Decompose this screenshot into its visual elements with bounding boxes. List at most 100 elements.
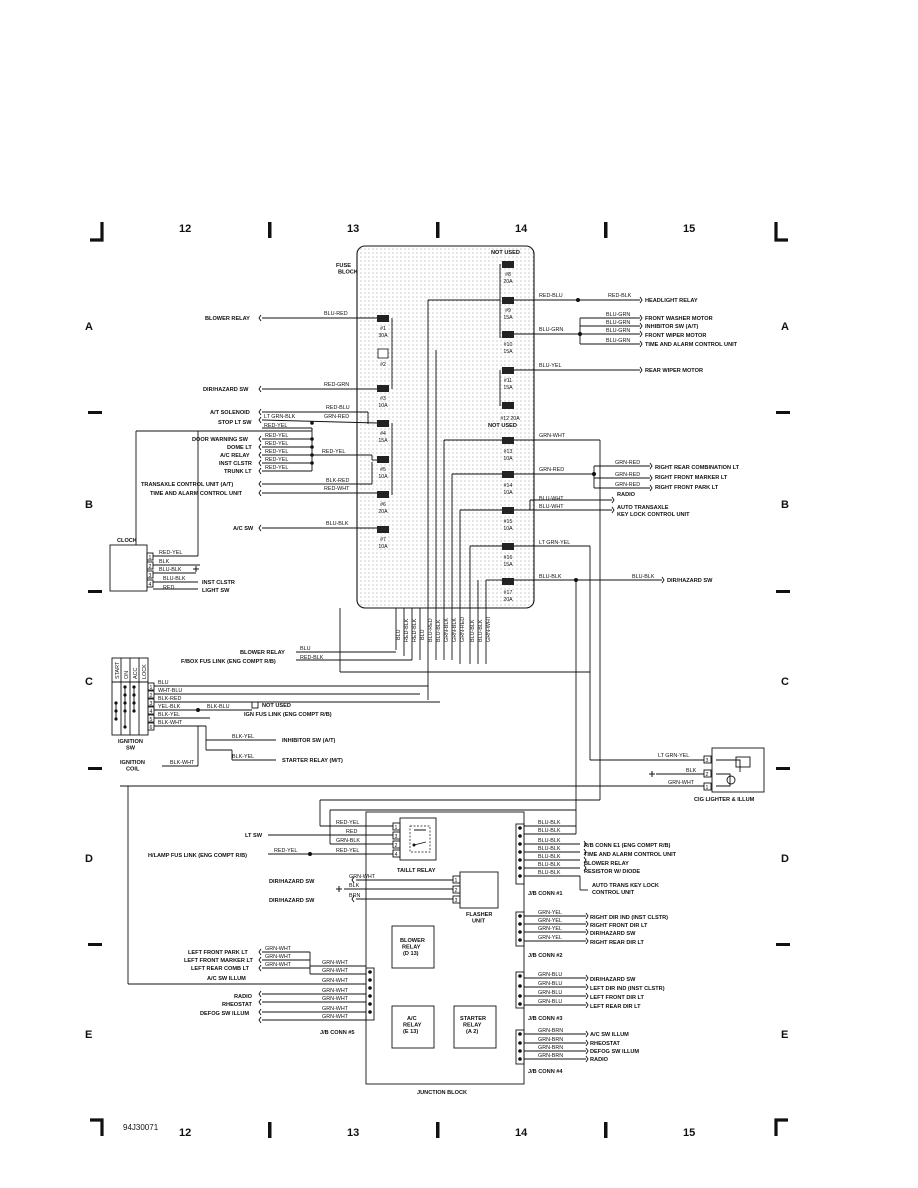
wire-label: BLU-BLK: [478, 619, 484, 642]
label-time-alarm-control-unit: TIME AND ALARM CONTROL UNIT: [150, 491, 243, 497]
row-label-left: D: [85, 853, 93, 865]
col-label-bottom: 14: [515, 1127, 528, 1139]
wire-label: BRN: [349, 893, 360, 899]
pin: 1: [706, 785, 709, 791]
fuse-9[interactable]: [502, 297, 514, 304]
wire-label: BLU: [300, 646, 311, 652]
col-label-top: 14: [515, 223, 528, 235]
pin: 6: [150, 725, 153, 731]
label-right-front-park-lt: RIGHT FRONT PARK LT: [655, 485, 719, 491]
fuse-11-rating: 15A: [503, 385, 513, 391]
wire-label: GRN-RED: [460, 617, 466, 642]
wire-label: GRN-YEL: [538, 926, 562, 932]
jb-conn-2: GRN-YEL GRN-YEL GRN-YEL GRN-YEL RIGHT DI…: [515, 910, 668, 959]
fuse-12[interactable]: [502, 402, 514, 409]
fuse-5[interactable]: [377, 456, 389, 463]
label-left-rear-dir-lt: LEFT REAR DIR LT: [590, 1004, 641, 1010]
pin: 1: [150, 685, 153, 691]
label-not-used-ign: NOT USED: [262, 703, 291, 709]
fuse-6[interactable]: [377, 491, 389, 498]
wire-label: GRN-RED: [539, 467, 564, 473]
jb-conn-3-title: J/B CONN #3: [528, 1016, 563, 1022]
wire-label: GRN-BLK: [336, 838, 360, 844]
pin: 3: [455, 898, 458, 904]
wire-label: BLU-RED: [324, 311, 348, 317]
label-ac-sw: A/C SW: [233, 526, 254, 532]
fuse-10[interactable]: [502, 331, 514, 338]
label-defog-sw-illum-left: DEFOG SW ILLUM: [200, 1011, 249, 1017]
jb-conn-1-title: J/B CONN #1: [528, 891, 563, 897]
fuse-14[interactable]: [502, 471, 514, 478]
label-control-unit: CONTROL UNIT: [592, 890, 635, 896]
wire-label: BLU-BLK: [538, 854, 561, 860]
corner-bracket-bottom-right: [774, 1118, 788, 1136]
fuse-13-id: #13: [504, 449, 513, 455]
mid-labels: BLU RED-BLK BLOWER RELAY F/BOX FUS LINK …: [181, 608, 590, 673]
fuse-17[interactable]: [502, 578, 514, 585]
col-tick: [604, 222, 608, 238]
wire-label: BLU-BLK: [538, 820, 561, 826]
label-front-wiper-motor: FRONT WIPER MOTOR: [645, 333, 706, 339]
row-tick: [776, 590, 790, 593]
fuse-1-id: #1: [380, 326, 386, 332]
wire-label: BLU-BLK: [326, 521, 349, 527]
fuse-15[interactable]: [502, 507, 514, 514]
corner-bracket-top-left: [90, 222, 104, 242]
fuse-3[interactable]: [377, 385, 389, 392]
label-dir-hazard-sw-c3: DIR/HAZARD SW: [590, 977, 636, 983]
fuse-8[interactable]: [502, 261, 514, 268]
wire-label: BLU-BLK: [538, 846, 561, 852]
fuse-7[interactable]: [377, 526, 389, 533]
pin: 2: [150, 693, 153, 699]
col-label-top: 13: [347, 223, 359, 235]
pin: 4: [149, 582, 152, 588]
row-label-right: C: [781, 676, 789, 688]
wire-label: GRN-WHT: [349, 874, 376, 880]
wire-label: BLK-RED: [158, 696, 181, 702]
jb-conn-3: GRN-BLU GRN-BLU GRN-BLU GRN-BLU DIR/HAZA…: [515, 971, 665, 1022]
wire-label: GRN-RED: [615, 482, 640, 488]
fuse-4[interactable]: [377, 420, 389, 427]
row-label-left: E: [85, 1029, 92, 1041]
fuse-13[interactable]: [502, 437, 514, 444]
fuse-1[interactable]: [377, 315, 389, 322]
jb-conn-5: GRN-WHT GRN-WHT GRN-WHT GRN-WHT GRN-WHT …: [127, 786, 375, 1036]
wire-label: BLU-BLK: [538, 828, 561, 834]
ignition-switch: START ON ACC LOCK 1 2 3 4 5 6 BLU WHT-BL…: [111, 657, 440, 773]
wire-label: GRN-BRN: [538, 1028, 563, 1034]
clock-title: CLOCK: [117, 538, 137, 544]
fuse-4-rating: 15A: [378, 438, 388, 444]
fuse-5-rating: 10A: [378, 474, 388, 480]
wire-label: BLU: [158, 680, 169, 686]
corner-bracket-top-right: [774, 222, 788, 242]
wire-label: GRN-BRN: [538, 1053, 563, 1059]
fuse-11-id: #11: [504, 378, 512, 384]
fuse-11[interactable]: [502, 367, 514, 374]
pin: 2: [395, 843, 398, 849]
pin: 3: [149, 573, 152, 579]
label-blower-relay-mid: BLOWER RELAY: [240, 650, 285, 656]
wire-label: BLU-BLK: [470, 619, 476, 642]
junction-block-title: JUNCTION BLOCK: [417, 1090, 467, 1096]
wire-label: RED-YEL: [265, 449, 288, 455]
wire-label: GRN-WHT: [322, 988, 349, 994]
fuse-12-label: #12 20A: [500, 416, 520, 422]
wire-label: GRN-WHT: [322, 968, 349, 974]
label-radio-right: RADIO: [590, 1057, 609, 1063]
wire-label: BLK-WHT: [170, 760, 195, 766]
label-door-warning-sw: DOOR WARNING SW: [192, 437, 249, 443]
row-label-right: E: [781, 1029, 788, 1041]
wire-label: GRN-WHT: [265, 962, 292, 968]
label-fbox-fus-link: F/BOX FUS LINK (ENG COMPT R/B): [181, 659, 276, 665]
fuse-16[interactable]: [502, 543, 514, 550]
label-left-rear-comb-lt: LEFT REAR COMB LT: [191, 966, 250, 972]
fuse-2[interactable]: [377, 348, 389, 359]
label-right-dir-ind: RIGHT DIR IND (INST CLSTR): [590, 915, 668, 921]
wire-label: BLU-GRN: [606, 328, 630, 334]
label-radio: RADIO: [617, 492, 636, 498]
wire-label: GRN-WHT: [322, 996, 349, 1002]
wire-label: BLU-GRN: [606, 312, 630, 318]
wire-label: GRN-WHT: [322, 960, 349, 966]
right-chevrons: [583, 296, 665, 1063]
fuse-17-id: #17: [504, 590, 513, 596]
